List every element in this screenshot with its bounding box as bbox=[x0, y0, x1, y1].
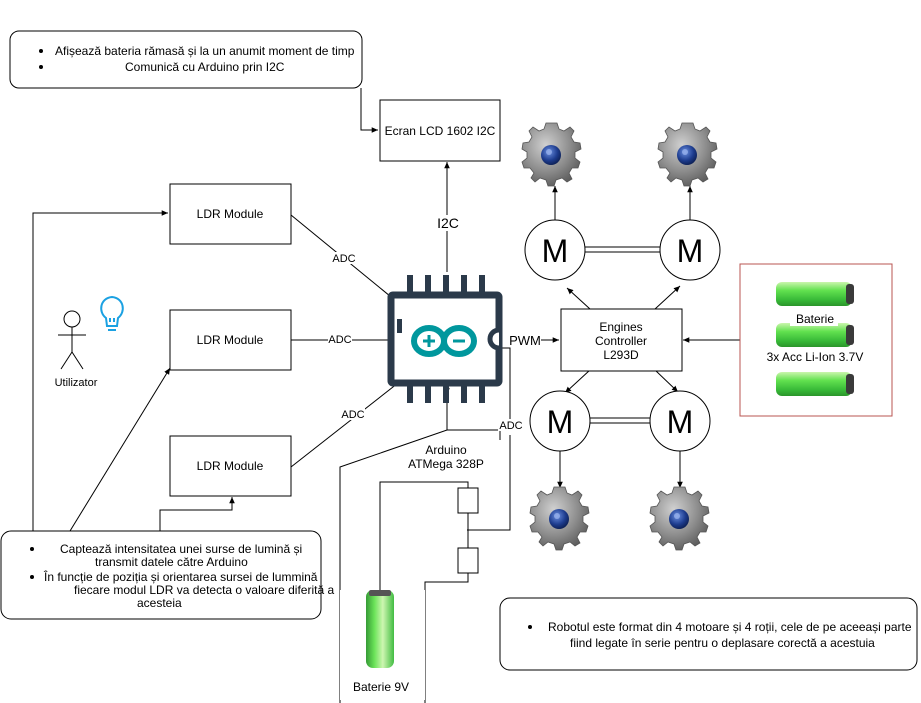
svg-text:M: M bbox=[667, 404, 694, 440]
ldr-mid-label: LDR Module bbox=[197, 333, 264, 347]
robot-note-line-2: fiind legate în serie pentru o deplasare… bbox=[570, 636, 875, 650]
resistor-top bbox=[457, 487, 479, 514]
svg-text:M: M bbox=[542, 233, 569, 269]
ldr-note-line-2: transmit datele către Arduino bbox=[95, 555, 248, 569]
ldr-module-mid: LDR Module bbox=[169, 309, 292, 371]
engines-controller-box: Engines Controller L293D bbox=[560, 308, 683, 372]
gear-icon bbox=[649, 486, 710, 551]
lcd-note-bullet-1: Afișează bateria rămasă și la un anumit … bbox=[55, 44, 355, 58]
edge-adc-right: ADC bbox=[499, 420, 522, 432]
user-icon bbox=[58, 310, 86, 370]
gear-icon bbox=[521, 122, 582, 187]
motor-top-left: M bbox=[524, 219, 586, 281]
resistor-bottom bbox=[457, 547, 479, 574]
edge-i2c: I2C bbox=[437, 215, 459, 231]
motor-top-right: M bbox=[659, 219, 721, 281]
robot-note: Robotul este format din 4 motoare și 4 r… bbox=[499, 597, 918, 671]
motor-bottom-right: M bbox=[649, 390, 711, 452]
battery-icon bbox=[366, 590, 394, 668]
edge-adc-bot: ADC bbox=[341, 409, 364, 421]
ldr-note-line-4: fiecare modul LDR va detecta o valoare d… bbox=[74, 583, 334, 597]
gear-icon bbox=[657, 122, 718, 187]
ldr-note-line-1: Captează intensitatea unei surse de lumi… bbox=[60, 542, 302, 556]
ldr-note-line-3: În funcție de poziția și orientarea surs… bbox=[43, 569, 318, 584]
engines-label-2: Controller bbox=[595, 334, 647, 348]
ldr-module-bot: LDR Module bbox=[169, 435, 292, 497]
battery-9v-label: Baterie 9V bbox=[353, 680, 409, 694]
arduino-label-2: ATMega 328P bbox=[408, 457, 484, 471]
ldr-note: Captează intensitatea unei surse de lumi… bbox=[0, 530, 334, 620]
arduino-label-1: Arduino bbox=[425, 443, 467, 457]
connectors bbox=[32, 88, 740, 703]
user-label: Utilizator bbox=[55, 377, 98, 389]
svg-text:M: M bbox=[547, 404, 574, 440]
battery-pack-desc: 3x Acc Li-Ion 3.7V bbox=[767, 350, 864, 364]
engines-label-1: Engines bbox=[599, 320, 642, 334]
robot-note-line-1: Robotul este format din 4 motoare și 4 r… bbox=[548, 620, 912, 634]
edge-adc-mid: ADC bbox=[328, 334, 351, 346]
ldr-module-top: LDR Module bbox=[169, 183, 292, 245]
lcd-note-bullet-2: Comunică cu Arduino prin I2C bbox=[125, 60, 285, 74]
lcd-note: Afișează bateria rămasă și la un anumit … bbox=[9, 30, 363, 89]
edge-adc-top: ADC bbox=[332, 253, 355, 265]
lcd-box: Ecran LCD 1602 I2C bbox=[379, 99, 501, 162]
battery-pack-title: Baterie bbox=[796, 312, 834, 326]
motor-bottom-left: M bbox=[529, 390, 591, 452]
edge-pwm: PWM bbox=[509, 333, 541, 348]
battery-icon bbox=[776, 282, 854, 396]
ldr-top-label: LDR Module bbox=[197, 207, 264, 221]
gear-icon bbox=[529, 486, 590, 551]
engines-label-3: L293D bbox=[603, 348, 639, 362]
svg-text:M: M bbox=[677, 233, 704, 269]
ldr-bot-label: LDR Module bbox=[197, 459, 264, 473]
lcd-label: Ecran LCD 1602 I2C bbox=[385, 124, 496, 138]
lightbulb-icon bbox=[100, 295, 124, 331]
ldr-note-line-5: acesteia bbox=[137, 596, 182, 610]
arduino-chip-icon bbox=[387, 275, 503, 403]
